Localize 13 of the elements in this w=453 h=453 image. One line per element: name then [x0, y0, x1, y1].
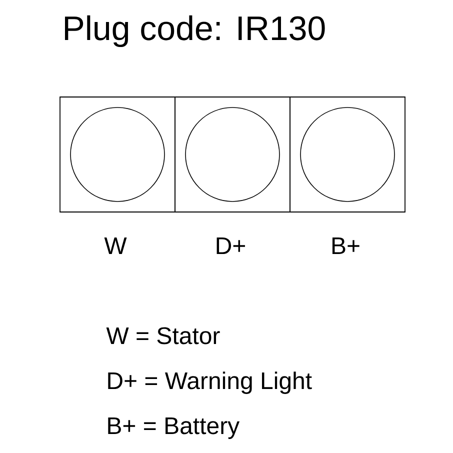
pin-label: W — [104, 237, 127, 254]
legend-text: W = Stator — [106, 327, 220, 344]
pin-label: B+ — [332, 237, 360, 254]
plug-cell — [174, 96, 290, 212]
legend-text: B+ = Battery — [108, 417, 240, 439]
pin-label: D+ — [216, 237, 245, 254]
pin-socket — [300, 107, 395, 202]
title: Plug code: IR130 — [65, 15, 325, 48]
pin-socket — [185, 107, 280, 202]
legend-text: D+ = Warning Light — [108, 372, 312, 394]
plug-cell — [60, 96, 176, 212]
plug-cell — [290, 96, 406, 212]
pin-socket — [70, 107, 165, 202]
